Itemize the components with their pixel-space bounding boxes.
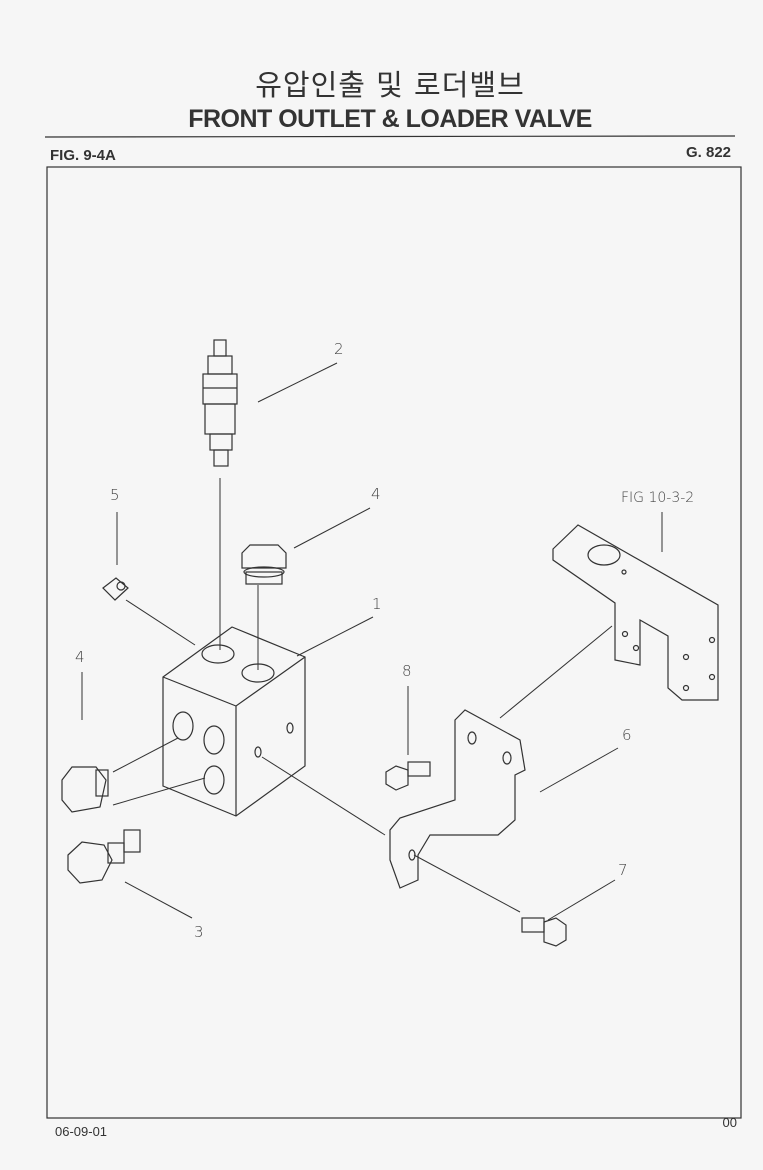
footer-page: 00	[722, 1115, 737, 1130]
callout-4-side: 4	[75, 648, 85, 666]
bracket-fig-10-3-2	[552, 524, 719, 701]
callout-6: 6	[622, 726, 632, 744]
callout-7: 7	[618, 861, 628, 879]
part-8-bolt	[385, 761, 431, 791]
callout-3: 3	[194, 923, 204, 941]
title-english: FRONT OUTLET & LOADER VALVE	[188, 105, 592, 133]
part-7-bolt	[521, 917, 567, 947]
header-rule	[44, 135, 736, 138]
part-5-orifice	[102, 577, 129, 601]
callout-1: 1	[372, 595, 382, 613]
callout-4-top: 4	[371, 485, 381, 503]
callout-2: 2	[334, 340, 344, 358]
part-4-plug-side	[61, 766, 109, 813]
leader-lines	[81, 362, 663, 921]
part-6-bracket	[389, 709, 526, 889]
part-2-valve-cartridge	[202, 339, 238, 467]
title-korean: 유압인출 및 로더밸브	[255, 68, 525, 102]
part-1-valve-block	[162, 626, 306, 817]
part-3-plug-with-orifice	[67, 829, 141, 884]
footer-date: 06-09-01	[55, 1124, 108, 1139]
figure-number: FIG. 9-4A	[50, 147, 116, 164]
callout-5: 5	[110, 486, 120, 504]
part-4-plug-top	[241, 544, 287, 585]
callout-8: 8	[402, 662, 412, 680]
callout-fig-ref: FIG 10-3-2	[621, 490, 695, 506]
group-number: G. 822	[685, 144, 731, 161]
diagram-frame	[46, 166, 742, 1119]
